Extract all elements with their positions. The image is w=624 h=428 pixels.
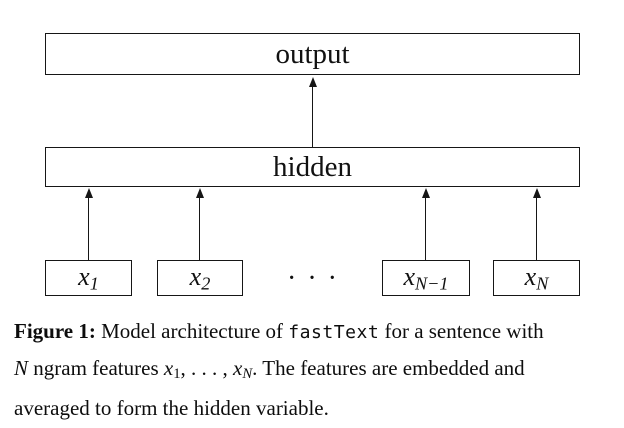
caption-line-2: N ngram features x1, . . . , xN. The fea…: [14, 355, 525, 382]
hidden-to-output-arrow: [308, 77, 317, 147]
figure-number-label: Figure 1:: [14, 319, 96, 343]
arrowhead-up-icon: [308, 77, 317, 87]
input-box-xn-1: xN−1: [382, 260, 470, 296]
math-x1: x: [163, 355, 174, 380]
input-box-xn: xN: [493, 260, 580, 296]
hidden-layer-box: hidden: [45, 147, 580, 187]
input-arrow-x2: [195, 188, 204, 260]
arrowhead-up-icon: [84, 188, 93, 198]
input-label-x2: x2: [189, 261, 211, 294]
input-box-x1: x1: [45, 260, 132, 296]
caption-line-3: averaged to form the hidden variable.: [14, 395, 329, 420]
input-label-x1: x1: [78, 261, 99, 294]
input-label-xn: xN: [524, 261, 549, 294]
input-arrow-x1: [84, 188, 93, 260]
output-layer-box: output: [45, 33, 580, 75]
arrow-shaft: [87, 196, 90, 260]
ellipsis-dots: · · ·: [287, 263, 339, 294]
fasttext-code-text: fastText: [288, 322, 380, 343]
input-arrow-xn: [532, 188, 541, 260]
arrowhead-up-icon: [532, 188, 541, 198]
hidden-layer-label: hidden: [273, 150, 352, 183]
input-label-xn-1: xN−1: [403, 261, 449, 294]
caption-line-1: Figure 1: Model architecture of fastText…: [14, 319, 544, 343]
arrowhead-up-icon: [421, 188, 430, 198]
figure-caption: Figure 1: Model architecture of fastText…: [14, 314, 620, 425]
math-N: N: [14, 355, 29, 380]
arrow-shaft: [535, 196, 538, 260]
output-layer-label: output: [275, 37, 350, 70]
math-xN: x: [233, 355, 243, 380]
arrow-shaft: [198, 196, 201, 260]
arrow-shaft: [424, 196, 427, 260]
input-box-x2: x2: [157, 260, 243, 296]
arrowhead-up-icon: [195, 188, 204, 198]
arrow-shaft: [311, 85, 314, 147]
input-arrow-xn-1: [421, 188, 430, 260]
